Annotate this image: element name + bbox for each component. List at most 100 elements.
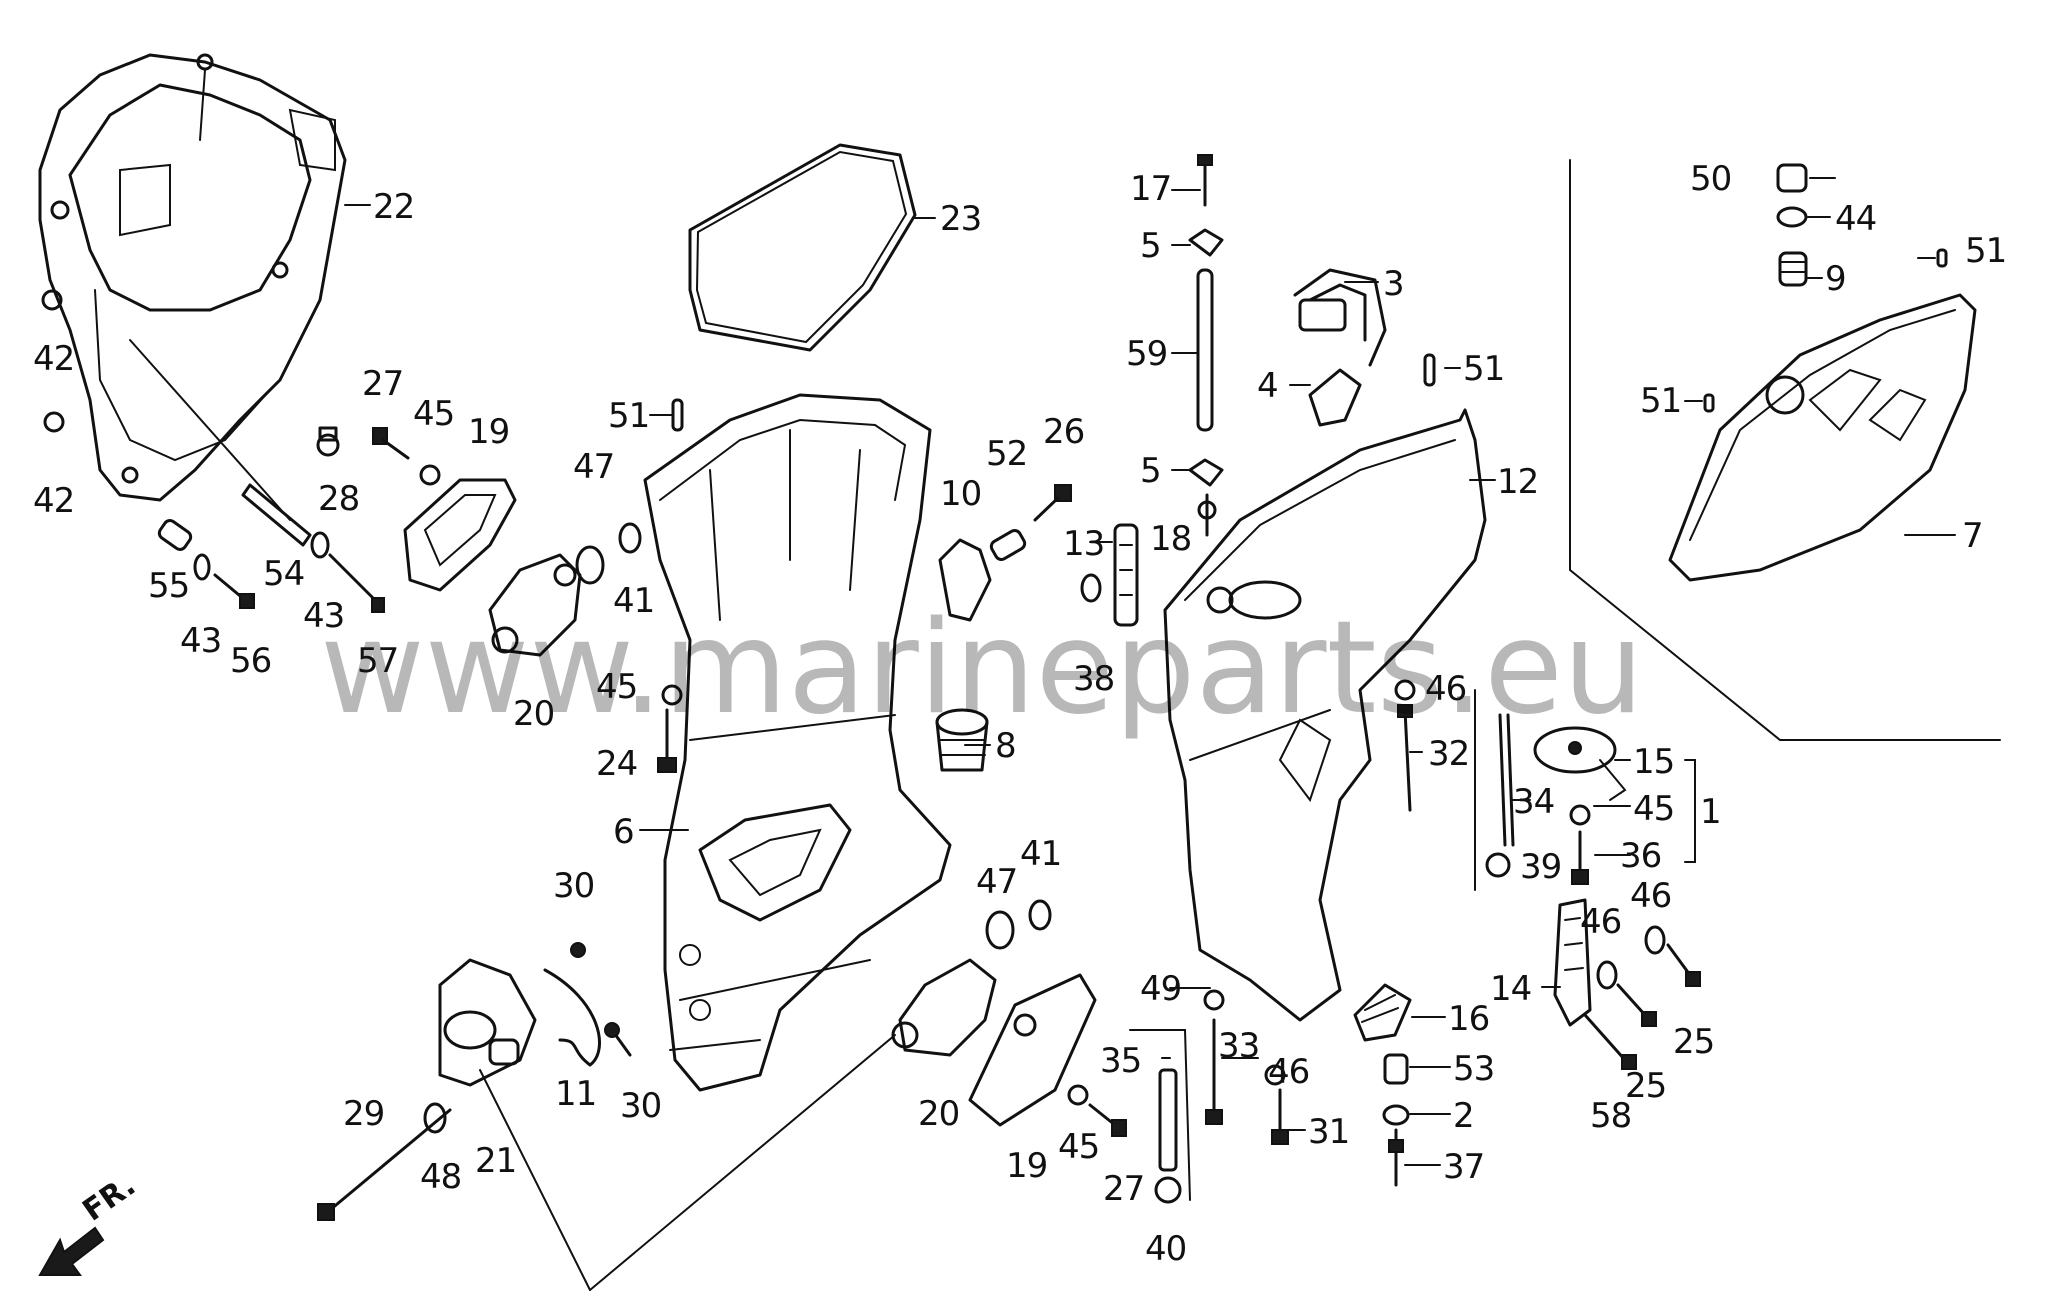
part-42-grommet-upper bbox=[41, 289, 63, 311]
label-36: 36 bbox=[1620, 836, 1661, 876]
part-36-bolt bbox=[1571, 830, 1589, 885]
label-5-upper: 5 bbox=[1140, 226, 1161, 266]
label-26: 26 bbox=[1043, 412, 1084, 452]
label-56: 56 bbox=[230, 641, 271, 681]
part-19-plate-right bbox=[968, 973, 1097, 1127]
part-34-stud bbox=[1498, 713, 1515, 847]
label-30-bottom: 30 bbox=[620, 1086, 661, 1126]
label-57: 57 bbox=[357, 641, 398, 681]
label-38: 38 bbox=[1073, 659, 1114, 699]
part-56-bolt bbox=[213, 573, 255, 609]
label-55: 55 bbox=[148, 566, 189, 606]
part-29-bolt bbox=[317, 1108, 452, 1221]
label-18: 18 bbox=[1150, 519, 1191, 559]
label-43-right: 43 bbox=[303, 596, 344, 636]
label-53: 53 bbox=[1453, 1049, 1494, 1089]
leader-line-21 bbox=[479, 1069, 591, 1291]
inset-frame bbox=[1569, 159, 2001, 741]
part-53-collar bbox=[1383, 1053, 1409, 1085]
label-50: 50 bbox=[1690, 159, 1731, 199]
label-51-inset-top: 51 bbox=[1965, 231, 2006, 271]
part-14-bracket bbox=[1553, 898, 1592, 1027]
label-59: 59 bbox=[1126, 334, 1167, 374]
part-51-pin-inset-top bbox=[1936, 248, 1948, 268]
label-51-center: 51 bbox=[608, 396, 649, 436]
part-26-bolt bbox=[1033, 484, 1072, 522]
label-27-left: 27 bbox=[362, 364, 403, 404]
part-number-labels: 22 42 42 27 45 19 28 55 54 43 43 56 57 2… bbox=[33, 159, 2007, 1269]
watermark-text: www.marineparts.eu bbox=[320, 594, 1644, 743]
label-54: 54 bbox=[263, 554, 304, 594]
part-5-clip-lower bbox=[1188, 458, 1224, 487]
part-41-nut-right bbox=[1028, 899, 1052, 931]
label-51-inset-left: 51 bbox=[1640, 381, 1681, 421]
part-51-pin-upper-right bbox=[1423, 353, 1436, 387]
part-16-grommet bbox=[1353, 983, 1412, 1042]
label-41-left: 41 bbox=[613, 581, 654, 621]
label-22: 22 bbox=[373, 187, 414, 227]
label-19-right: 19 bbox=[1006, 1146, 1047, 1186]
part-46-washer-upper bbox=[1394, 679, 1416, 701]
part-12-lower-case bbox=[1163, 408, 1487, 1022]
part-45-washer-left bbox=[419, 464, 441, 486]
label-6: 6 bbox=[613, 812, 634, 852]
part-18-bolt bbox=[1197, 493, 1217, 537]
part-47-washer-right bbox=[985, 910, 1015, 950]
part-11-clip bbox=[543, 968, 601, 1067]
part-59-rod bbox=[1196, 268, 1214, 432]
label-32: 32 bbox=[1428, 734, 1469, 774]
label-45-right: 45 bbox=[1633, 789, 1674, 829]
part-7-cover bbox=[1668, 293, 1977, 582]
part-20-pump-right bbox=[891, 958, 997, 1057]
label-49: 49 bbox=[1140, 969, 1181, 1009]
part-30-screw-top bbox=[570, 942, 586, 958]
part-15-trim-tab bbox=[1533, 726, 1627, 801]
part-13-anode bbox=[1113, 523, 1139, 627]
label-5-lower: 5 bbox=[1140, 451, 1161, 491]
label-42-lower: 42 bbox=[33, 481, 74, 521]
part-41-nut-left bbox=[618, 522, 642, 554]
label-41-right: 41 bbox=[1020, 834, 1061, 874]
part-39-nut bbox=[1485, 852, 1511, 878]
leader-lines bbox=[344, 177, 1956, 1166]
label-33: 33 bbox=[1218, 1026, 1259, 1066]
part-25-bolt-lower bbox=[1616, 983, 1657, 1027]
label-19-left: 19 bbox=[468, 412, 509, 452]
label-12: 12 bbox=[1497, 462, 1538, 502]
part-24-bolt bbox=[657, 708, 677, 773]
label-10: 10 bbox=[940, 474, 981, 514]
label-1: 1 bbox=[1700, 792, 1721, 832]
part-35-stud bbox=[1158, 1068, 1178, 1172]
label-46-lower: 46 bbox=[1268, 1052, 1309, 1092]
part-58-bolt bbox=[1583, 1013, 1637, 1070]
label-20-right: 20 bbox=[918, 1094, 959, 1134]
part-27-bolt-bottom bbox=[1088, 1103, 1127, 1137]
group-bracket-35 bbox=[1129, 1029, 1191, 1201]
part-46-washer-right bbox=[1644, 925, 1666, 955]
part-40-nut bbox=[1154, 1176, 1182, 1204]
part-50-nut bbox=[1776, 163, 1808, 193]
label-29: 29 bbox=[343, 1094, 384, 1134]
part-20-pump-left bbox=[488, 553, 582, 657]
front-direction-label: FR. bbox=[77, 1168, 143, 1229]
part-28-plug bbox=[316, 426, 340, 457]
label-13: 13 bbox=[1063, 524, 1104, 564]
part-44-washer bbox=[1776, 206, 1808, 228]
part-52-collar bbox=[989, 529, 1027, 561]
part-6-extension-case bbox=[643, 393, 952, 1092]
label-4: 4 bbox=[1257, 366, 1278, 406]
part-38-washer bbox=[1080, 573, 1102, 603]
label-52: 52 bbox=[986, 434, 1027, 474]
part-43-washer-left bbox=[193, 553, 211, 581]
label-14: 14 bbox=[1490, 969, 1531, 1009]
label-34: 34 bbox=[1513, 782, 1554, 822]
label-46-right: 46 bbox=[1630, 876, 1671, 916]
part-55-collar bbox=[157, 519, 193, 551]
part-43-washer-right bbox=[310, 531, 330, 559]
label-43-left: 43 bbox=[180, 621, 221, 661]
label-31: 31 bbox=[1308, 1112, 1349, 1152]
label-8: 8 bbox=[995, 726, 1016, 766]
label-11: 11 bbox=[555, 1074, 596, 1114]
part-19-bracket-left bbox=[403, 478, 517, 592]
